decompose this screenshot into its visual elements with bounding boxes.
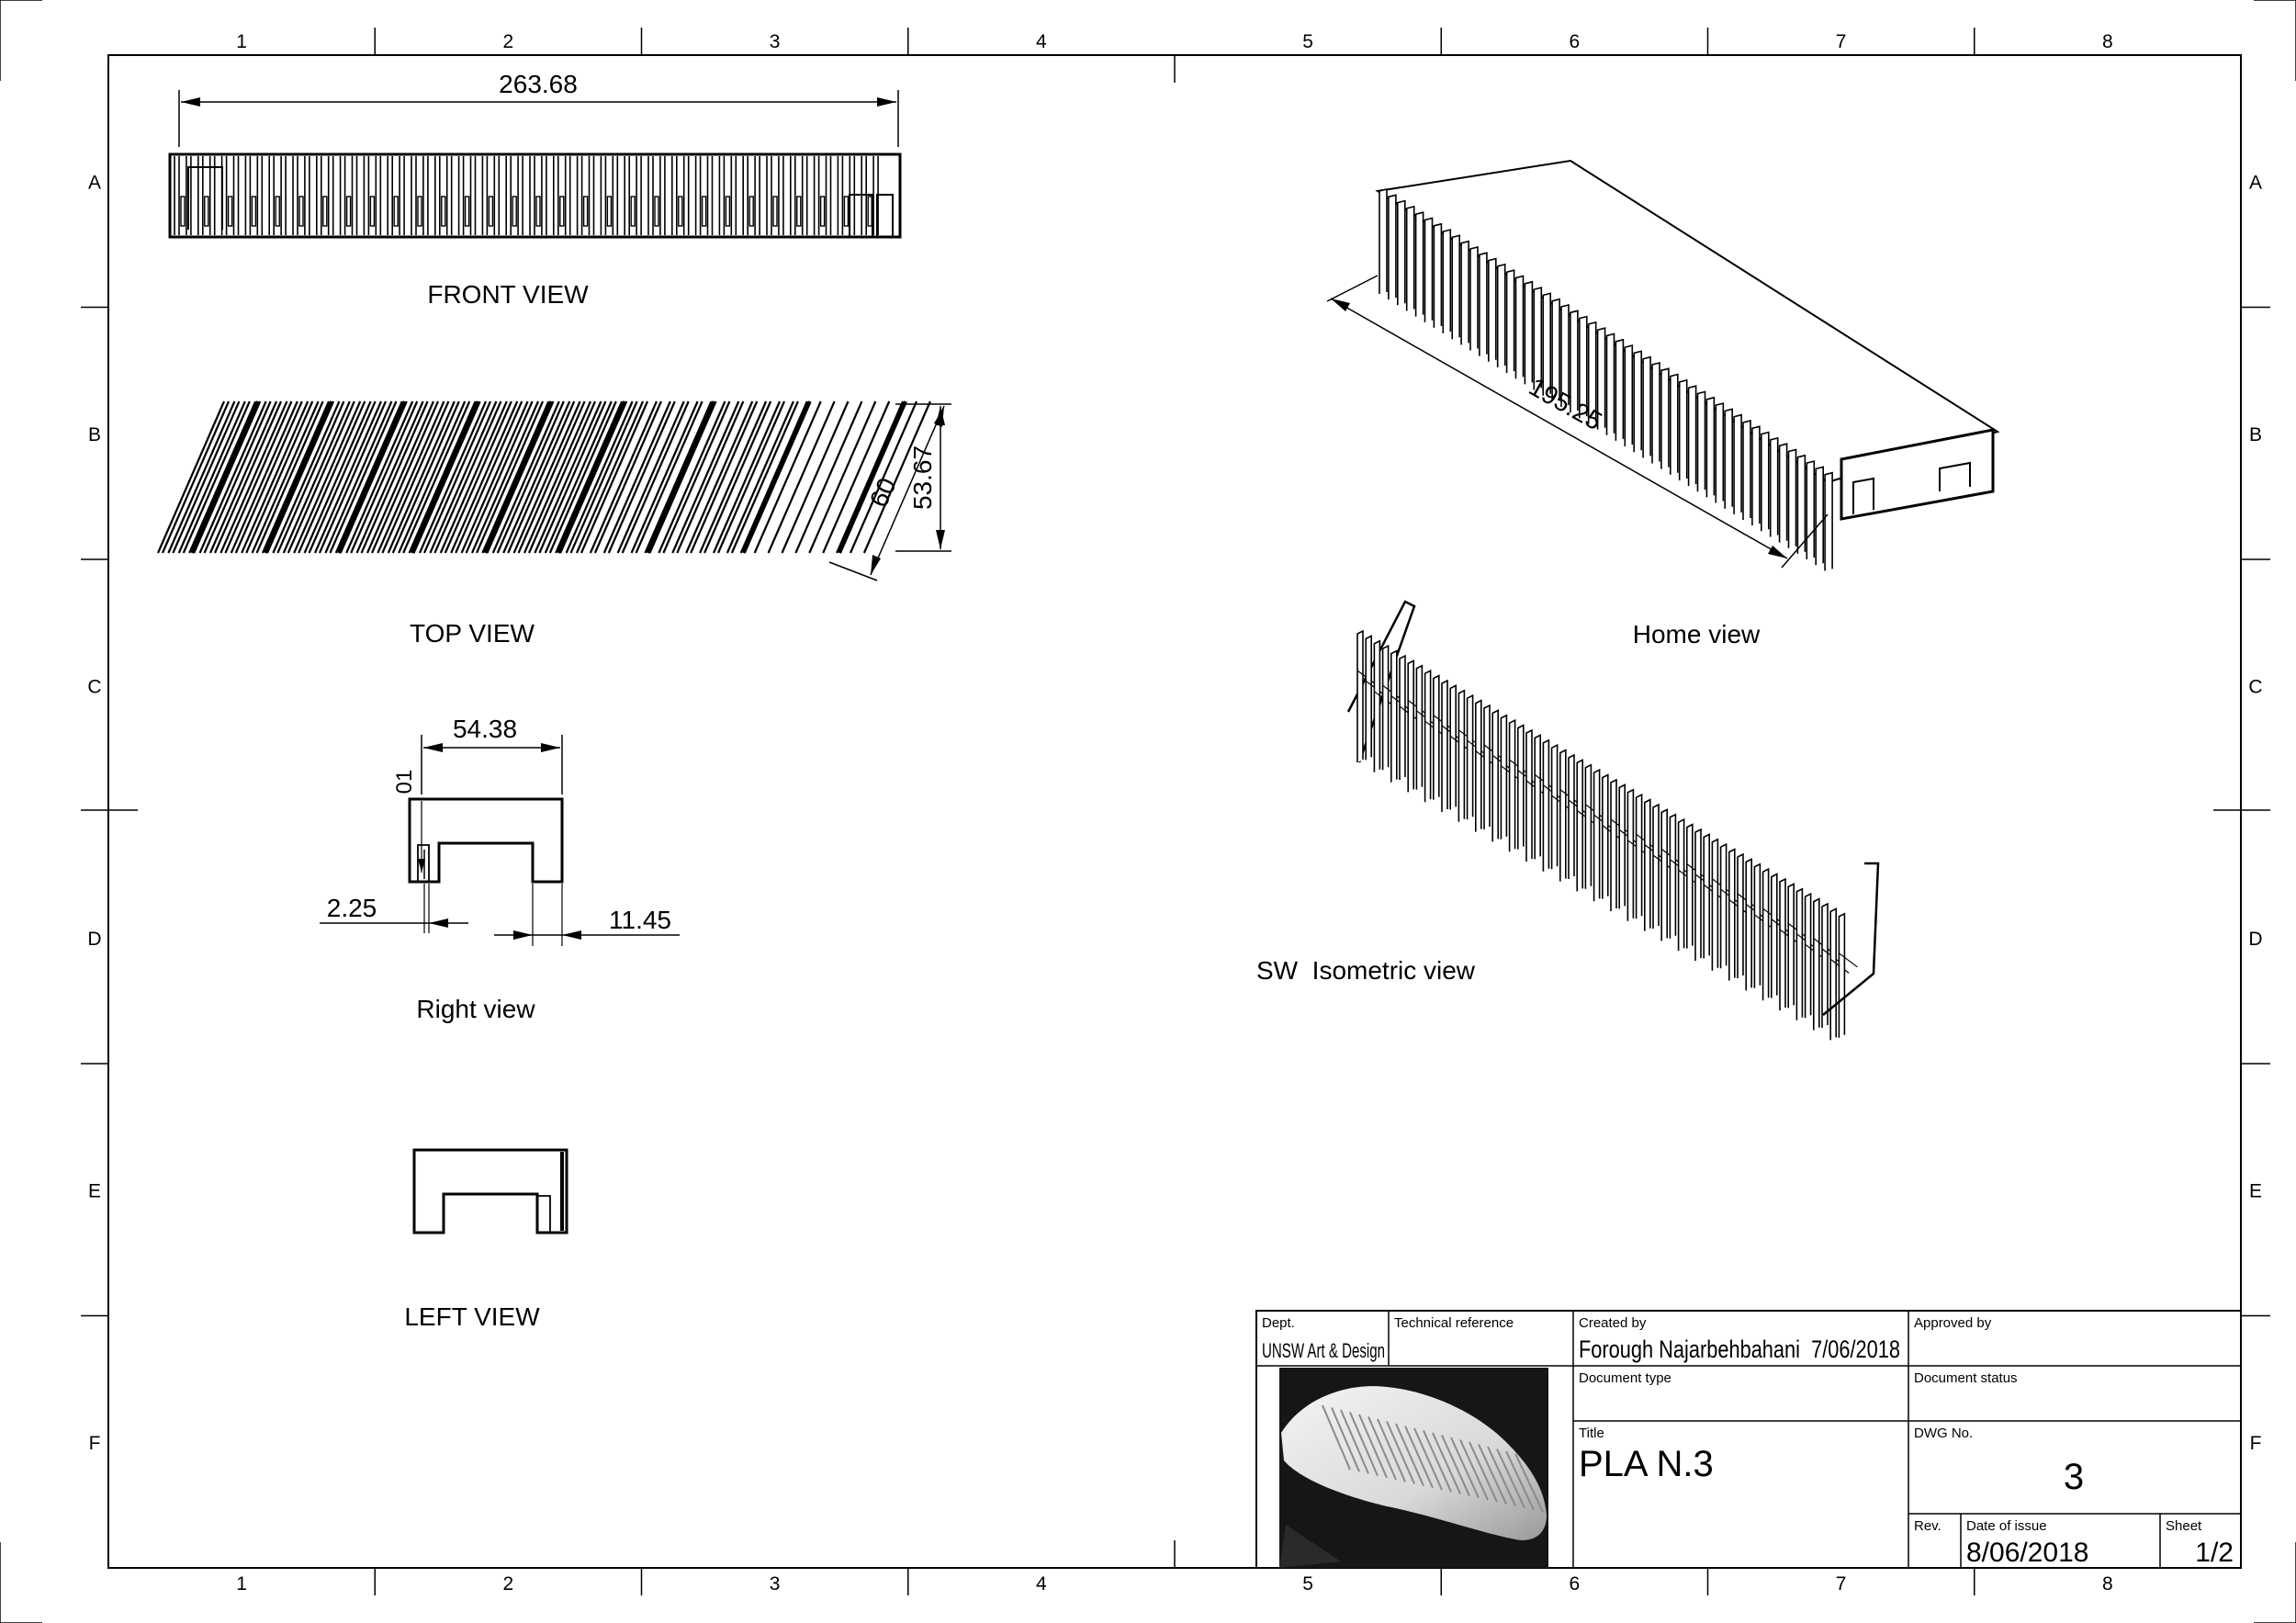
column-label-top: 7: [1836, 31, 1847, 52]
right-left-dim-label: 2.25: [327, 894, 377, 922]
left-view-drawing: [412, 1148, 568, 1234]
row-label-left: A: [88, 172, 101, 193]
doc-type-label: Document type: [1579, 1370, 1671, 1386]
top-view-drawing: [156, 400, 931, 554]
row-label-right: E: [2249, 1180, 2262, 1201]
row-label-left: F: [89, 1433, 101, 1454]
column-label-bottom: 2: [503, 1573, 514, 1595]
front-length-dimension: 263.68: [178, 70, 899, 147]
object-photo: [1279, 1368, 1548, 1568]
row-label-left: E: [88, 1180, 101, 1201]
row-label-left: B: [88, 424, 101, 445]
column-label-top: 3: [770, 31, 781, 52]
row-label-right: D: [2248, 929, 2262, 950]
sheet-label: Sheet: [2166, 1518, 2202, 1534]
left-view-label: LEFT VIEW: [404, 1302, 540, 1331]
row-label-right: B: [2249, 424, 2262, 445]
column-label-bottom: 3: [770, 1573, 781, 1595]
dept-value: UNSW Art & Design: [1262, 1339, 1385, 1362]
dwg-label: DWG No.: [1914, 1426, 1973, 1441]
right-width-label: 54.38: [453, 715, 517, 743]
created-by-label: Created by: [1579, 1315, 1647, 1331]
row-label-left: D: [87, 929, 101, 950]
column-label-bottom: 1: [236, 1573, 247, 1595]
home-view-label: Home view: [1633, 620, 1761, 648]
column-label-bottom: 5: [1302, 1573, 1313, 1595]
column-label-bottom: 7: [1836, 1573, 1847, 1595]
column-label-bottom: 6: [1570, 1573, 1581, 1595]
iso-view-drawing: [1346, 600, 1880, 1041]
date-value: 8/06/2018: [1966, 1538, 2088, 1568]
row-label-right: F: [2250, 1433, 2262, 1454]
zone-ticks: [81, 28, 2270, 1595]
right-view-label: Right view: [416, 995, 535, 1023]
dwg-number: 3: [2064, 1457, 2084, 1497]
created-by-value: Forough Najarbehbahani 7/06/2018: [1579, 1336, 1900, 1363]
top-view-label: TOP VIEW: [410, 619, 535, 648]
tech-ref-label: Technical reference: [1394, 1315, 1514, 1331]
column-label-top: 5: [1302, 31, 1313, 52]
iso-view-label: SW Isometric view: [1256, 956, 1476, 985]
column-label-top: 2: [503, 31, 514, 52]
drawing-title: PLA N.3: [1579, 1444, 1714, 1484]
home-view-drawing: [1375, 159, 2000, 571]
right-view-drawing: [408, 797, 564, 884]
front-view-label: FRONT VIEW: [427, 280, 589, 309]
column-label-bottom: 4: [1036, 1573, 1047, 1595]
front-length-label: 263.68: [499, 70, 578, 98]
row-label-right: A: [2249, 172, 2262, 193]
rev-label: Rev.: [1914, 1518, 1941, 1534]
column-label-top: 1: [236, 31, 247, 52]
column-label-top: 8: [2102, 31, 2113, 52]
right-dimensions: 54.38 01 2.25 11.45: [320, 715, 680, 946]
right-right-dim-label: 11.45: [609, 906, 671, 934]
front-view-drawing: [168, 152, 902, 239]
row-label-right: C: [2248, 676, 2262, 697]
title-label: Title: [1579, 1426, 1604, 1441]
column-label-top: 4: [1036, 31, 1047, 52]
doc-status-label: Document status: [1914, 1370, 2018, 1386]
right-small-label: 01: [392, 770, 417, 795]
row-label-left: C: [87, 676, 101, 697]
approved-by-label: Approved by: [1914, 1315, 1992, 1331]
sheet-value: 1/2: [2195, 1538, 2234, 1568]
date-label: Date of issue: [1966, 1518, 2047, 1534]
dept-label: Dept.: [1262, 1315, 1295, 1331]
column-label-bottom: 8: [2102, 1573, 2113, 1595]
column-label-top: 6: [1570, 31, 1581, 52]
